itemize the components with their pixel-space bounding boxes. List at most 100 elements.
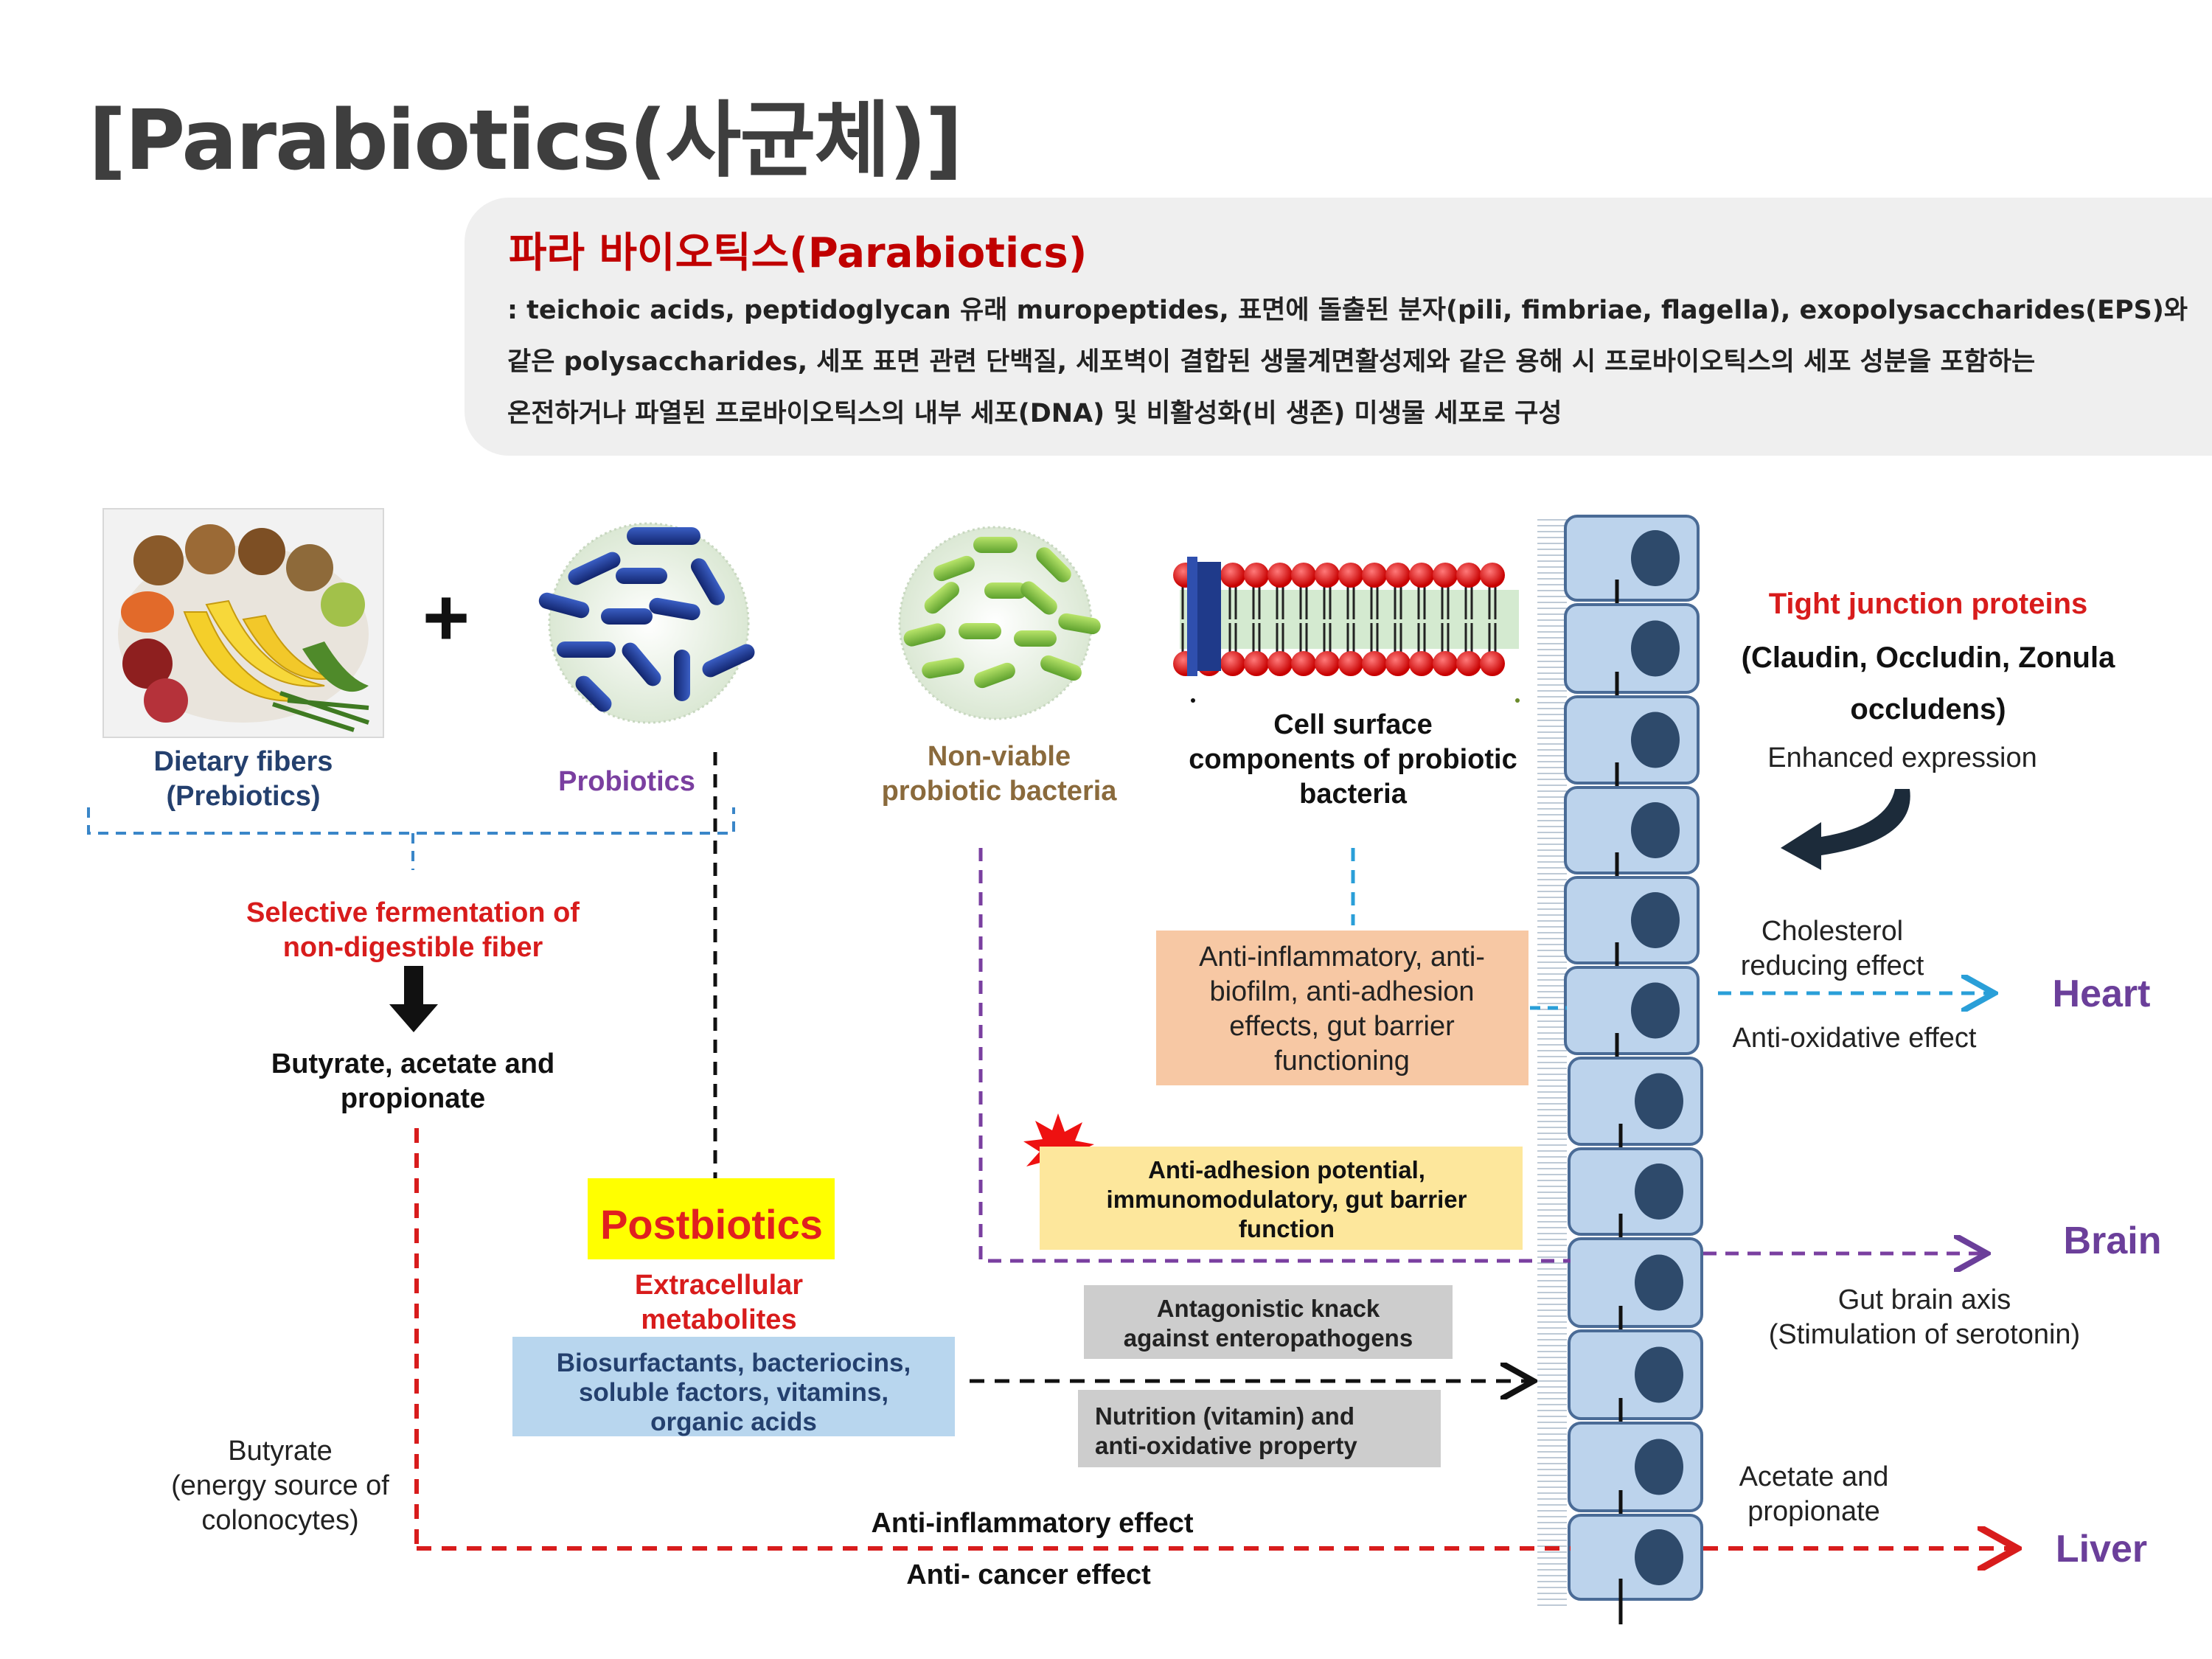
lipid-head bbox=[1433, 563, 1458, 588]
butyrate-energy-line2: (energy source of bbox=[171, 1470, 389, 1501]
tight-junction-detail-line1: (Claudin, Occludin, Zonula bbox=[1742, 641, 2115, 674]
anti-cancer-label: Anti- cancer effect bbox=[906, 1559, 1151, 1590]
cell-nucleus bbox=[1631, 712, 1680, 768]
nonviable-bacteria-illustration bbox=[898, 526, 1101, 720]
acetate-propionate-line1: Acetate and bbox=[1739, 1461, 1889, 1492]
liver-label: Liver bbox=[2056, 1528, 2147, 1571]
info-line-3: 온전하거나 파열된 프로바이오틱스의 내부 세포(DNA) 및 비활성화(비 생… bbox=[507, 399, 1562, 428]
cell-nucleus bbox=[1635, 1164, 1683, 1220]
heart-label: Heart bbox=[2053, 973, 2151, 1015]
lipid-head bbox=[1362, 651, 1387, 676]
tight-junction-title: Tight junction proteins bbox=[1769, 588, 2088, 620]
biosurfactants-line1: Biosurfactants, bacteriocins, bbox=[557, 1349, 911, 1377]
nonviable-path-line bbox=[978, 848, 1571, 1263]
prebiotics-label-line1: Dietary fibers bbox=[154, 746, 333, 777]
info-box bbox=[465, 198, 2212, 456]
acetate-propionate-line2: propionate bbox=[1747, 1496, 1880, 1527]
plus-sign: + bbox=[422, 572, 470, 663]
cell-nucleus bbox=[1635, 1439, 1683, 1495]
biosurfactants-line2: soluble factors, vitamins, bbox=[579, 1378, 888, 1407]
butyrate-products-line2: propionate bbox=[341, 1083, 485, 1114]
cell-nucleus bbox=[1635, 1529, 1683, 1585]
lipid-head bbox=[1315, 563, 1340, 588]
enhanced-expression-label: Enhanced expression bbox=[1767, 742, 2037, 773]
cell-surface-label-line3: bacteria bbox=[1299, 779, 1408, 810]
antagonistic-box bbox=[1084, 1285, 1453, 1359]
gut-brain-line1: Gut brain axis bbox=[1838, 1284, 2011, 1315]
extracellular-line1: Extracellular bbox=[635, 1270, 803, 1301]
antagonistic-line1: Antagonistic knack bbox=[1157, 1295, 1380, 1322]
cell-nucleus bbox=[1631, 530, 1680, 586]
butyrate-energy-line1: Butyrate bbox=[228, 1436, 333, 1467]
lipid-head bbox=[1267, 563, 1293, 588]
selective-fermentation-line1: Selective fermentation of bbox=[246, 897, 580, 928]
epithelial-cell-column bbox=[1537, 515, 1703, 1624]
selective-fermentation-line2: non-digestible fiber bbox=[283, 932, 543, 963]
nonviable-label-line2: probiotic bacteria bbox=[882, 776, 1118, 807]
gut-brain-line2: (Stimulation of serotonin) bbox=[1769, 1319, 2080, 1350]
lipid-head bbox=[1362, 563, 1387, 588]
anti-inflammatory-box-line2: biofilm, anti-adhesion bbox=[1209, 976, 1474, 1007]
postbiotics-label: Postbiotics bbox=[600, 1201, 823, 1248]
cell-surface-label-line2: components of probiotic bbox=[1189, 744, 1517, 775]
cell-nucleus bbox=[1635, 1073, 1683, 1130]
lipid-head bbox=[1409, 563, 1434, 588]
brain-label: Brain bbox=[2064, 1220, 2162, 1262]
fruits-vegetables-image bbox=[102, 508, 384, 738]
anti-adhesion-line3: function bbox=[1239, 1215, 1335, 1242]
info-line-2: 같은 polysaccharides, 세포 표면 관련 단백질, 세포벽이 결… bbox=[507, 347, 2036, 377]
cell-nucleus bbox=[1631, 620, 1680, 677]
lipid-head bbox=[1480, 651, 1505, 676]
lipid-head bbox=[1433, 651, 1458, 676]
nonviable-label-line1: Non-viable bbox=[928, 741, 1071, 772]
lipid-head bbox=[1385, 651, 1411, 676]
cholesterol-line2: reducing effect bbox=[1741, 950, 1924, 981]
nutrition-line2: anti-oxidative property bbox=[1095, 1432, 1357, 1459]
biosurfactants-line3: organic acids bbox=[650, 1408, 817, 1436]
anti-inflammatory-box bbox=[1156, 931, 1528, 1085]
biosurfactants-box bbox=[512, 1337, 955, 1436]
page-title: [Parabiotics(사균체)] bbox=[88, 93, 963, 189]
lipid-head bbox=[1267, 651, 1293, 676]
lipid-head bbox=[1315, 651, 1340, 676]
anti-oxidative-label: Anti-oxidative effect bbox=[1733, 1023, 1977, 1054]
extracellular-line2: metabolites bbox=[641, 1304, 796, 1335]
butyrate-products-line1: Butyrate, acetate and bbox=[271, 1048, 554, 1079]
cell-nucleus bbox=[1631, 892, 1680, 948]
info-line-1: : teichoic acids, peptidoglycan 유래 murop… bbox=[507, 296, 2188, 325]
nutrition-line1: Nutrition (vitamin) and bbox=[1095, 1402, 1354, 1430]
lipid-head bbox=[1480, 563, 1505, 588]
anti-inflammatory-box-line4: functioning bbox=[1274, 1046, 1410, 1077]
lipid-head bbox=[1338, 563, 1363, 588]
lipid-head bbox=[1220, 563, 1245, 588]
anti-adhesion-box bbox=[1040, 1147, 1523, 1250]
butyrate-energy-line3: colonocytes) bbox=[201, 1505, 358, 1536]
cell-surface-label-line1: Cell surface bbox=[1273, 709, 1432, 740]
cholesterol-line1: Cholesterol bbox=[1761, 916, 1903, 947]
nutrition-box bbox=[1078, 1390, 1441, 1467]
antagonistic-line2: against enteropathogens bbox=[1124, 1324, 1413, 1352]
cell-nucleus bbox=[1635, 1346, 1683, 1403]
anti-adhesion-line2: immunomodulatory, gut barrier bbox=[1107, 1186, 1467, 1213]
lipid-head bbox=[1291, 651, 1316, 676]
cell-nucleus bbox=[1631, 982, 1680, 1039]
curved-arrow-icon bbox=[1781, 789, 1910, 870]
postbiotics-highlight bbox=[588, 1178, 835, 1259]
lipid-head bbox=[1385, 563, 1411, 588]
cell-membrane-illustration bbox=[1173, 557, 1520, 703]
tight-junction-detail-line2: occludens) bbox=[1850, 693, 2006, 726]
lipid-head bbox=[1456, 651, 1481, 676]
lipid-head bbox=[1244, 651, 1269, 676]
lipid-head bbox=[1244, 563, 1269, 588]
probiotics-label: Probiotics bbox=[558, 766, 695, 797]
lipid-head bbox=[1338, 651, 1363, 676]
lipid-head bbox=[1456, 563, 1481, 588]
cell-nucleus bbox=[1631, 802, 1680, 858]
fermentation-down-arrow bbox=[389, 966, 438, 1032]
prebiotics-label-line2: (Prebiotics) bbox=[166, 781, 320, 812]
anti-inflammatory-box-line1: Anti-inflammatory, anti- bbox=[1199, 942, 1485, 973]
anti-adhesion-line1: Anti-adhesion potential, bbox=[1148, 1156, 1425, 1183]
anti-inflammatory-effect-label: Anti-inflammatory effect bbox=[871, 1508, 1193, 1539]
info-title: 파라 바이오틱스(Parabiotics) bbox=[509, 229, 1088, 277]
